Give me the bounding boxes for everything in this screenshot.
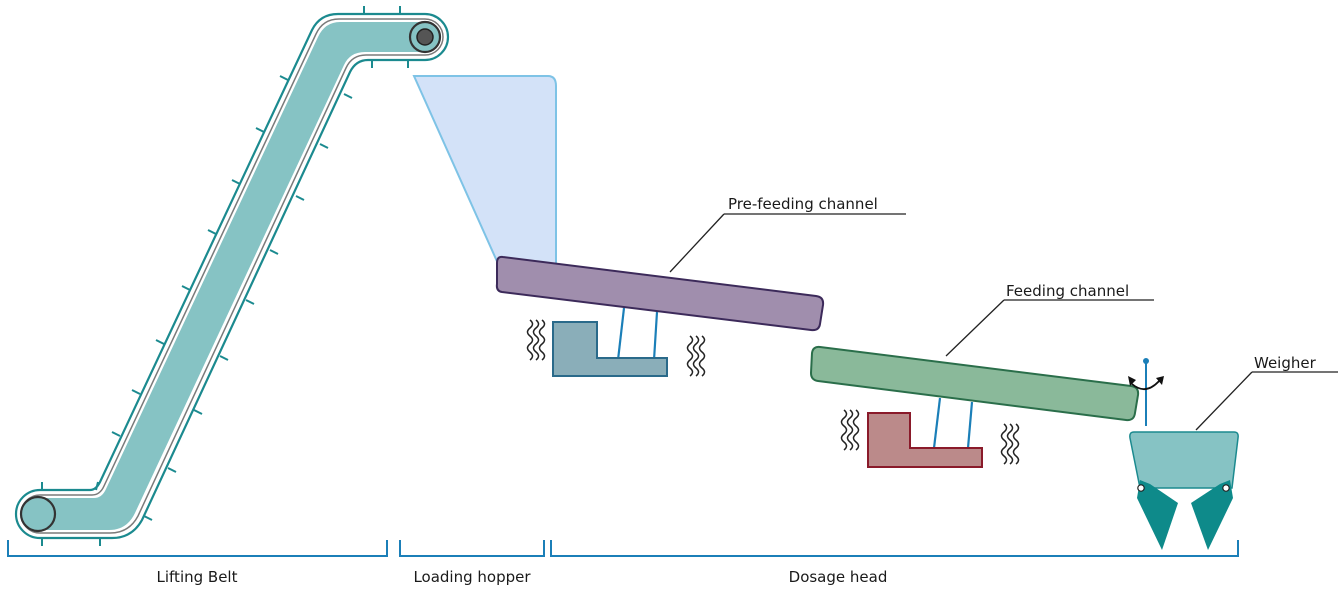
pre-feeding-channel: Pre-feeding channel xyxy=(495,195,906,377)
lifting-belt xyxy=(14,6,450,546)
feeding-tray xyxy=(809,345,1140,422)
bracket-lifting-belt xyxy=(7,540,388,557)
section-label-loading-hopper: Loading hopper xyxy=(413,568,531,586)
feeding-vibration-left xyxy=(840,409,860,451)
pre-feeding-leader xyxy=(669,213,725,273)
feeding-vibrator xyxy=(867,412,983,468)
weigher-bucket xyxy=(1129,431,1239,489)
loading-hopper xyxy=(412,75,557,269)
flap-rod-tip xyxy=(1143,358,1149,364)
pre-feeding-tray xyxy=(495,255,825,332)
feeding-vibration-right xyxy=(1000,423,1020,465)
belt-cleats xyxy=(41,6,409,546)
section-label-lifting-belt: Lifting Belt xyxy=(157,568,238,586)
bottom-pulley xyxy=(19,495,57,533)
weigher-label: Weigher xyxy=(1254,354,1317,372)
weigher-leader xyxy=(1195,371,1253,431)
feeding-channel: Feeding channel xyxy=(809,282,1154,468)
pre-feeding-vibrator xyxy=(552,321,668,377)
top-pulley-inner xyxy=(416,28,434,46)
weigher-gate-right xyxy=(1191,480,1233,550)
vibration-marks-right xyxy=(686,335,706,377)
vibration-marks-left xyxy=(526,319,546,361)
bracket-dosage-head xyxy=(550,540,1239,557)
feeding-label: Feeding channel xyxy=(1006,282,1129,300)
weigher-gate-left xyxy=(1137,480,1178,550)
bracket-loading-hopper xyxy=(399,540,545,557)
section-label-dosage-head: Dosage head xyxy=(789,568,888,586)
section-brackets xyxy=(7,540,1239,557)
hopper-body xyxy=(412,75,557,269)
pre-feeding-label: Pre-feeding channel xyxy=(728,195,878,213)
weigher: Weigher xyxy=(1128,354,1338,550)
flap-rotation-arrow xyxy=(1131,379,1161,390)
lifting-belt-band xyxy=(24,22,440,530)
feeding-leader xyxy=(945,299,1005,357)
